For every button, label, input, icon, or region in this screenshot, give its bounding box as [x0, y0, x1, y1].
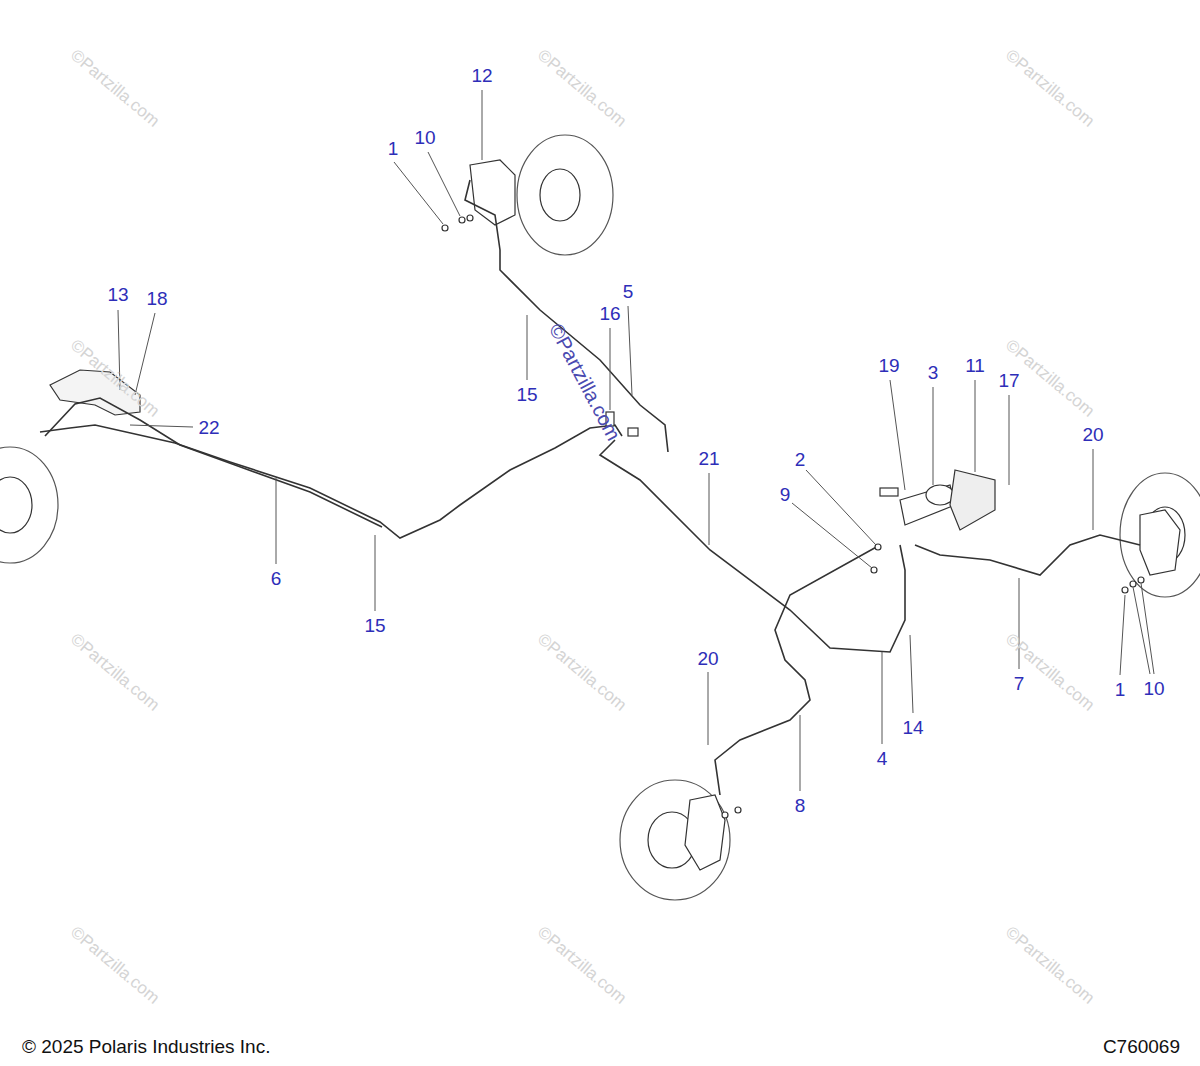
fitting — [442, 215, 1144, 818]
copyright-note: © 2025 Polaris Industries Inc. — [22, 1037, 270, 1056]
master-cylinder — [880, 470, 995, 530]
watermark: ©Partzilla.com — [67, 630, 162, 714]
callout-number: 12 — [471, 66, 492, 85]
watermark: ©Partzilla.com — [546, 320, 624, 443]
callout-number: 15 — [516, 385, 537, 404]
brake-caliper — [470, 160, 1180, 870]
callout-number: 1 — [1115, 680, 1126, 699]
watermark: ©Partzilla.com — [534, 46, 629, 130]
callout-number: 6 — [271, 569, 282, 588]
callout-number: 1 — [388, 139, 399, 158]
callout-number: 4 — [877, 749, 888, 768]
watermark: ©Partzilla.com — [67, 46, 162, 130]
callout-number: 9 — [780, 485, 791, 504]
watermark: ©Partzilla.com — [534, 630, 629, 714]
watermark: ©Partzilla.com — [1002, 46, 1097, 130]
callout-number: 11 — [965, 356, 985, 375]
callout-number: 14 — [902, 718, 923, 737]
callout-number: 7 — [1014, 674, 1025, 693]
callout-number: 2 — [795, 450, 806, 469]
brake-disc — [0, 135, 1200, 900]
callout-number: 10 — [1143, 679, 1164, 698]
leader-line — [118, 90, 1154, 791]
watermark: ©Partzilla.com — [1002, 923, 1097, 1007]
callout-number: 10 — [414, 128, 435, 147]
callout-number: 8 — [795, 796, 806, 815]
callout-number: 16 — [599, 304, 620, 323]
callout-number: 3 — [928, 363, 939, 382]
drawing-number: C760069 — [1103, 1037, 1180, 1056]
watermark: ©Partzilla.com — [1002, 630, 1097, 714]
callout-number: 19 — [878, 356, 899, 375]
callout-number: 15 — [364, 616, 385, 635]
callout-number: 13 — [107, 285, 128, 304]
callout-number: 17 — [998, 371, 1019, 390]
watermark: ©Partzilla.com — [534, 923, 629, 1007]
callout-number: 20 — [697, 649, 718, 668]
callout-number: 22 — [198, 418, 219, 437]
brake-line — [40, 180, 1140, 795]
watermark: ©Partzilla.com — [67, 923, 162, 1007]
callout-number: 5 — [623, 282, 634, 301]
callout-number: 20 — [1082, 425, 1103, 444]
callout-number: 18 — [146, 289, 167, 308]
watermark: ©Partzilla.com — [67, 336, 162, 420]
callout-number: 21 — [698, 449, 719, 468]
